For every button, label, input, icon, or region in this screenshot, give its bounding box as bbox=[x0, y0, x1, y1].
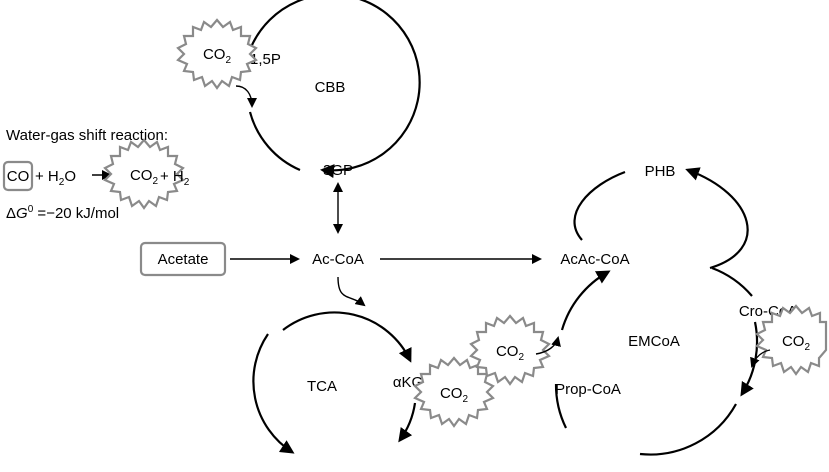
co2-to-emcoa-left-arrow bbox=[535, 336, 561, 355]
phb-arc-left bbox=[573, 170, 626, 241]
tca-arc-right bbox=[398, 402, 417, 443]
co2-starburst-icon bbox=[469, 314, 551, 386]
emcoa-label: EMCoA bbox=[628, 333, 680, 350]
co2-subscript: 2 bbox=[462, 394, 468, 405]
svg-text:CO2: CO2 bbox=[440, 385, 469, 405]
emcoa-arc-left-lower bbox=[554, 383, 567, 429]
phb-arc-right bbox=[685, 167, 749, 270]
cbb-arc-top bbox=[251, 0, 421, 179]
phb-label: PHB bbox=[645, 163, 676, 180]
co2-badge-wgs: CO2 bbox=[103, 138, 185, 210]
co2-text: CO bbox=[496, 343, 519, 360]
h2-label: + H2 bbox=[160, 168, 190, 188]
co2-badge-tca: CO2 bbox=[413, 356, 495, 428]
wgs-title: Water-gas shift reaction: bbox=[6, 127, 168, 144]
cbb-label: CBB bbox=[315, 79, 346, 96]
co2-subscript: 2 bbox=[225, 55, 231, 66]
h2o-label: + H2O bbox=[35, 168, 76, 188]
co2-subscript: 2 bbox=[152, 176, 158, 187]
co2-starburst-icon bbox=[103, 138, 185, 210]
tca-arc-left bbox=[252, 333, 295, 454]
co2-badge-emcoa-left: CO2 bbox=[469, 314, 551, 386]
svg-text:CO2: CO2 bbox=[130, 167, 159, 187]
cbb-cycle: CBB R1,5P 3GP CO2 bbox=[176, 0, 421, 179]
co-label: CO bbox=[7, 168, 30, 185]
co2-text: CO bbox=[782, 333, 805, 350]
emcoa-arc-top-right bbox=[711, 266, 753, 297]
tca-label: TCA bbox=[307, 378, 337, 395]
co2-to-cbb-arrow bbox=[235, 85, 257, 108]
emcoa-cycle: EMCoA Cro-CoA Prop-CoA CO2 CO2 bbox=[469, 266, 828, 456]
co2-subscript: 2 bbox=[518, 352, 524, 363]
svg-text:CO2: CO2 bbox=[782, 333, 811, 353]
co2-starburst-icon bbox=[755, 304, 828, 376]
water-gas-shift: Water-gas shift reaction: CO + H2O CO2 +… bbox=[2, 127, 190, 222]
accoa-tca-arrow bbox=[337, 276, 366, 307]
svg-text:CO2: CO2 bbox=[496, 343, 525, 363]
co2-text: CO bbox=[440, 385, 463, 402]
emcoa-arc-right bbox=[740, 321, 759, 397]
co2-starburst-icon bbox=[413, 356, 495, 428]
delta-g-label: ΔG0 =−20 kJ/mol bbox=[6, 204, 119, 222]
co2-subscript: 2 bbox=[804, 342, 810, 353]
emcoa-arc-left-upper bbox=[560, 270, 611, 331]
cbb-arc-bottom bbox=[248, 111, 301, 172]
svg-text:CO2: CO2 bbox=[203, 46, 232, 66]
co2-starburst-icon bbox=[176, 18, 258, 90]
phb-cycle: PHB bbox=[573, 163, 749, 270]
acaccoa-label: AcAc-CoA bbox=[560, 251, 629, 268]
propcoa-label: Prop-CoA bbox=[555, 381, 621, 398]
gp3-label: 3GP bbox=[323, 162, 353, 179]
co2-to-emcoa-right-arrow bbox=[750, 349, 771, 368]
emcoa-arc-bottom bbox=[639, 403, 737, 456]
acetate-label: Acetate bbox=[158, 251, 209, 268]
tca-cycle: TCA αKG CO2 bbox=[252, 311, 495, 454]
co2-badge-cbb: CO2 bbox=[176, 18, 258, 90]
tca-arc-top bbox=[282, 311, 412, 363]
acetate-box bbox=[139, 241, 227, 277]
co2-text: CO bbox=[203, 46, 226, 63]
co2-badge-emcoa-right: CO2 bbox=[755, 304, 828, 376]
accoa-label: Ac-CoA bbox=[312, 251, 364, 268]
co-box bbox=[2, 160, 34, 192]
co2-text: CO bbox=[130, 167, 153, 184]
